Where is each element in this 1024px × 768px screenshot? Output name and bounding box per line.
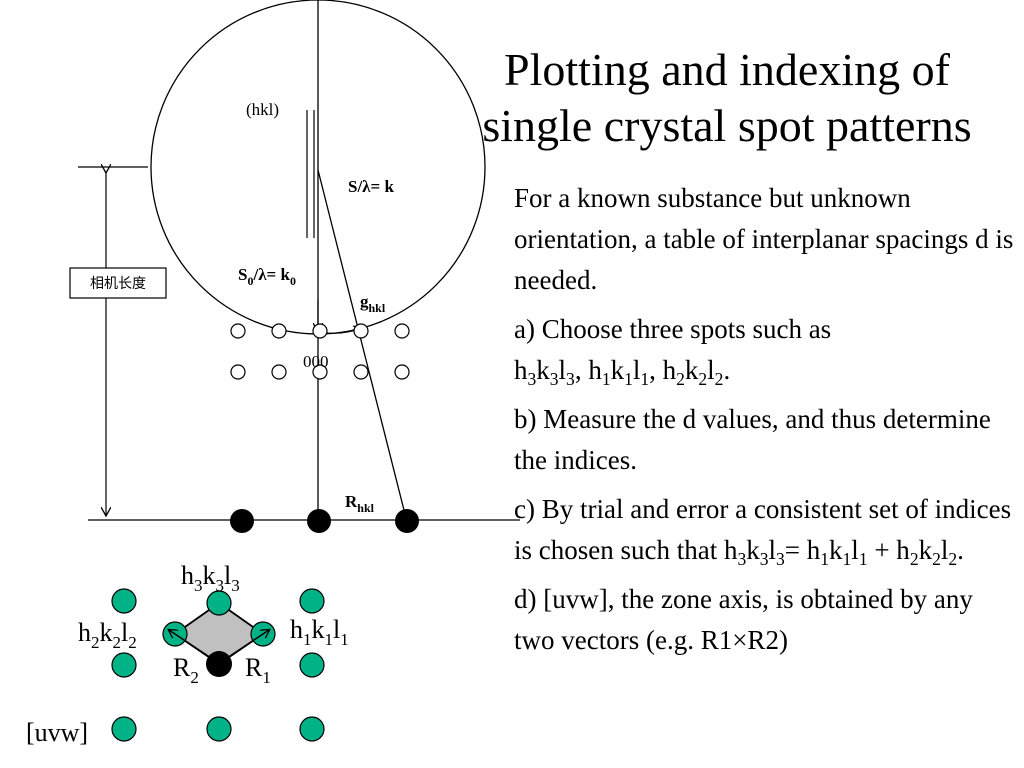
pattern-spot (299, 652, 325, 678)
diffraction-spot (395, 509, 419, 533)
lattice-point (230, 323, 246, 339)
r1-vector (223, 630, 269, 661)
r-hkl-label: Rhkl (345, 492, 375, 515)
lattice-point (353, 364, 369, 380)
pattern-spot (299, 716, 325, 742)
diffraction-spot (230, 509, 254, 533)
label-r2: R2 (173, 653, 199, 687)
lattice-point (271, 323, 287, 339)
diffraction-spot (307, 509, 331, 533)
slide-title: Plotting and indexing of single crystal … (430, 42, 1024, 154)
paragraph-d: d) [uvw], the zone axis, is obtained by … (514, 584, 973, 655)
reciprocal-lattice (230, 323, 410, 380)
lattice-point (312, 364, 328, 380)
lattice-point (394, 323, 410, 339)
r2-vector (169, 630, 215, 661)
lattice-point (394, 364, 410, 380)
label-h1k1l1: h1k1l1 (290, 615, 349, 649)
lattice-point (230, 364, 246, 380)
pattern-spot (111, 652, 137, 678)
pattern-spot (206, 716, 232, 742)
scattered-label: S/λ= k (348, 177, 394, 196)
origin-label: 000 (303, 352, 329, 371)
paragraph-b: b) Measure the d values, and thus determ… (514, 404, 991, 475)
spot-pattern (111, 588, 325, 742)
camera-length-label: 相机长度 (90, 276, 146, 292)
lattice-point (353, 323, 369, 339)
pattern-spot (299, 588, 325, 614)
plane-label: (hkl) (246, 100, 279, 119)
paragraph-intro: For a known substance but unknown orient… (514, 183, 1014, 295)
label-uvw: [uvw] (26, 718, 88, 747)
label-h3k3l3: h3k3l3 (181, 561, 240, 595)
pattern-spot (206, 590, 232, 616)
g-vector-label: ghkl (360, 292, 386, 315)
pattern-spot (111, 588, 137, 614)
incident-label: S0/λ= k0 (238, 265, 296, 288)
label-h2k2l2: h2k2l2 (78, 618, 137, 652)
slide-body: For a known substance but unknown orient… (514, 178, 1014, 669)
camera-length-box (69, 267, 167, 299)
scattered-beam (317, 169, 408, 523)
lattice-point (312, 323, 328, 339)
lattice-point (271, 364, 287, 380)
central-spot (206, 651, 232, 677)
label-r1: R1 (245, 653, 271, 687)
paragraph-c: c) By trial and error a consistent set o… (514, 494, 1012, 569)
pattern-spot (111, 716, 137, 742)
title-line-2: single crystal spot patterns (482, 100, 972, 151)
title-line-1: Plotting and indexing of (504, 44, 950, 95)
